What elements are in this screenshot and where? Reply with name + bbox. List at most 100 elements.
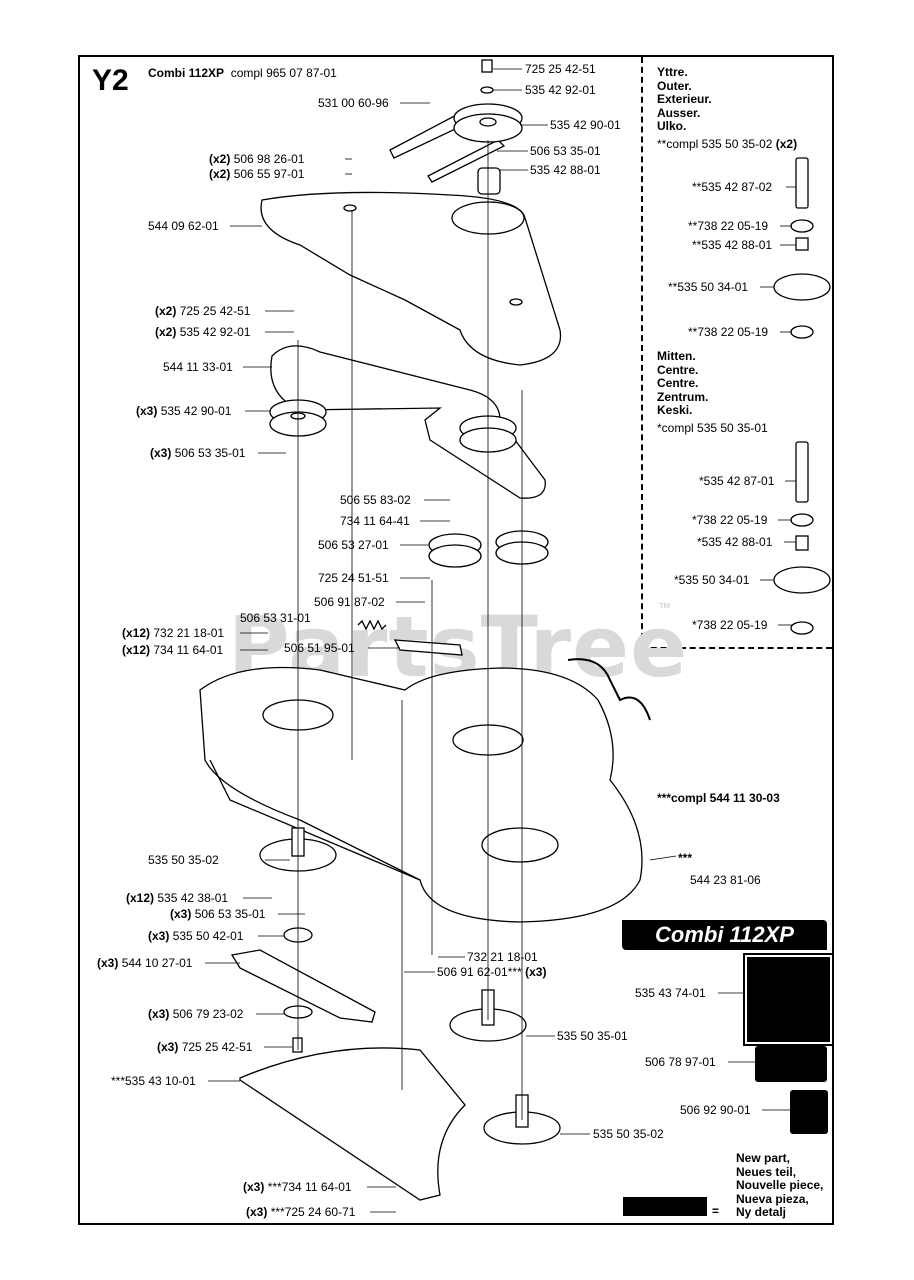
part-label: **738 22 05-19 [688,325,769,339]
part-label: 506 53 27-01 [318,538,389,552]
part-label: (x12) 734 11 64-01 [122,643,224,657]
decal-symbols [755,1046,827,1082]
spring [357,619,387,631]
model-name: Combi 112XP [148,66,225,80]
new-part-equals: = [712,1204,720,1218]
legend-middle-line: Centre. [657,376,699,390]
part-label: 506 78 97-01 [645,1055,716,1069]
deck-handle [567,658,651,721]
part-label: 535 42 88-01 [530,163,601,177]
part-label: *738 22 05-19 [692,513,768,527]
part-label: 535 42 92-01 [525,83,596,97]
part-label: 535 42 90-01 [550,118,621,132]
part-label: (x2) 506 98 26-01 [209,152,305,166]
part-label: 732 21 18-01 [467,950,538,964]
part-label: 544 09 62-01 [148,219,219,233]
part-label: 506 55 83-02 [340,493,411,507]
compl-number: 965 07 87-01 [266,66,337,80]
legend-outer-line: Ausser. [657,105,701,120]
part-label: (x3) 725 25 42-51 [157,1040,253,1054]
legend-box [641,57,832,649]
part-label: 506 53 31-01 [240,611,311,625]
belt-top-2 [427,139,506,183]
new-part-line: Nueva pieza, [736,1191,809,1206]
part-label: (x2) 725 25 42-51 [155,304,251,318]
spacer [477,167,501,195]
part-label: *** [678,851,693,865]
new-part-line: Nouvelle piece, [736,1178,824,1192]
new-part-line: Neues teil, [736,1164,797,1179]
legend-outer-line: Ulko. [657,119,687,133]
part-label: (x2) 535 42 92-01 [155,325,251,339]
part-label: (x3) 535 42 90-01 [136,404,232,418]
chute [239,1047,466,1201]
decal-black [743,953,834,1046]
legend-outer-compl: **compl 535 50 35-02 (x2) [657,136,798,152]
part-label: (x3) 544 10 27-01 [97,956,193,970]
part-label: *535 50 34-01 [674,573,750,587]
decal-book-icon [790,1090,828,1134]
legend-outer-line: Yttre. [657,65,688,79]
legend-middle-line: Centre. [657,362,699,377]
new-part-legend: New part, Neues teil, Nouvelle piece, Nu… [736,1151,824,1220]
legend-outer-line: Exterieur. [657,92,712,106]
part-label: 506 92 90-01 [680,1103,751,1117]
part-label: 725 24 51-51 [318,571,389,585]
sheet-id: Y2 [92,64,129,97]
part-label: (x3) 506 53 35-01 [150,446,246,460]
diagram-frame [78,55,834,1225]
part-label: (x3) 506 53 35-01 [170,907,266,921]
part-label: 725 25 42-51 [525,62,596,76]
part-label: *738 22 05-19 [692,618,768,632]
new-part-swatch [623,1197,707,1216]
legend-middle-compl: *compl 535 50 35-01 [657,420,768,435]
part-label: 535 50 35-01 [557,1029,628,1043]
part-label: 506 53 35-01 [530,144,601,158]
watermark-tm: ™ [658,600,671,615]
legend-middle: Mitten. Centre. Centre. Zentrum. Keski. … [657,349,768,435]
part-label: (x2) 506 55 97-01 [209,167,305,181]
part-label: **535 42 87-02 [692,180,773,194]
legend-middle-line: Mitten. [657,349,696,363]
legend-middle-line: Zentrum. [657,389,709,404]
blade [230,949,376,1023]
part-label: ***535 43 10-01 [111,1074,196,1088]
compl-label: compl [230,66,263,80]
part-label: (x3) 535 50 42-01 [148,929,244,943]
legend-outer: Yttre. Outer. Exterieur. Ausser. Ulko. *… [657,65,798,152]
idler-arm [393,639,463,656]
assembly-title: Combi 112XP compl 965 07 87-01 [148,66,337,80]
part-label: (x12) 732 21 18-01 [122,626,225,640]
part-label: 531 00 60-96 [318,96,389,110]
part-label: 734 11 64-41 [340,514,410,528]
part-label: (x3) ***734 11 64-01 [243,1180,352,1194]
part-label: 506 91 62-01*** (x3) [437,965,547,979]
part-label: **535 42 88-01 [692,238,773,252]
part-label: 544 23 81-06 [690,873,761,887]
part-label: 544 11 33-01 [163,360,233,374]
legend-outer-line: Outer. [657,78,692,93]
part-label: 535 43 74-01 [635,986,706,1000]
part-label: *535 42 87-01 [699,474,775,488]
combi-logo: Combi 112XP [622,920,827,950]
part-label: 535 50 35-02 [593,1127,664,1141]
legend-middle-line: Keski. [657,403,693,417]
outer-compl-text: **compl 535 50 35-02 [657,136,773,151]
part-label: (x3) ***725 24 60-71 [246,1205,356,1219]
bolt-top [481,59,493,73]
part-label: **738 22 05-19 [688,219,769,233]
outer-compl-qty: (x2) [775,136,798,151]
new-part-line: Ny detalj [736,1205,787,1219]
part-label: (x3) 506 79 23-02 [148,1007,244,1021]
part-label: (x12) 535 42 38-01 [126,891,229,905]
part-label: 506 51 95-01 [284,641,355,655]
belt-cover [260,191,562,366]
part-label: **535 50 34-01 [668,280,749,294]
deck-housing [199,666,643,923]
part-label: ***compl 544 11 30-03 [657,791,780,805]
part-label: 535 50 35-02 [148,853,219,867]
part-label: *535 42 88-01 [697,535,773,549]
part-label: 506 91 87-02 [314,595,385,609]
new-part-line: New part, [736,1151,791,1165]
